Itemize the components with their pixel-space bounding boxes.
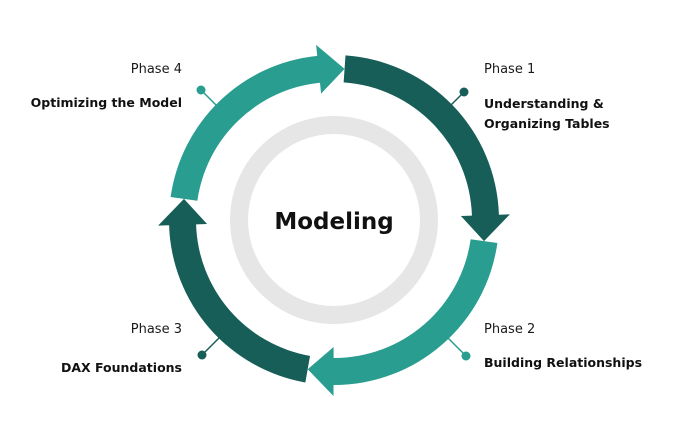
inner-circle [248,134,420,306]
phase-1-number: Phase 1 [484,62,536,77]
connector-phase-2-line [445,335,467,357]
connector-phase-1-dot [459,87,469,97]
connector-phase-4-line [200,89,223,112]
connector-phase-4-dot [196,85,206,95]
phase-3-title: DAX Foundations [60,360,182,375]
connector-phase-3-line [201,334,223,356]
phase-2-title: Building Relationships [484,355,643,370]
arrow-phase-4 [170,44,345,201]
connector-phase-1-line [442,91,465,114]
arrow-phase-2 [307,239,498,396]
arrow-phase-1 [343,55,510,242]
center-title: Modeling [274,209,394,235]
phase-2-number: Phase 2 [484,322,536,337]
phase-4-number: Phase 4 [130,62,182,77]
connector-phase-2-dot [461,351,471,361]
phase-4-title: Optimizing the Model [30,95,182,110]
phase-1-title: Understanding & Organizing Tables [484,96,610,131]
phase-3-number: Phase 3 [130,322,182,337]
arrow-phase-3 [158,198,311,383]
connector-phase-3-dot [197,350,207,360]
